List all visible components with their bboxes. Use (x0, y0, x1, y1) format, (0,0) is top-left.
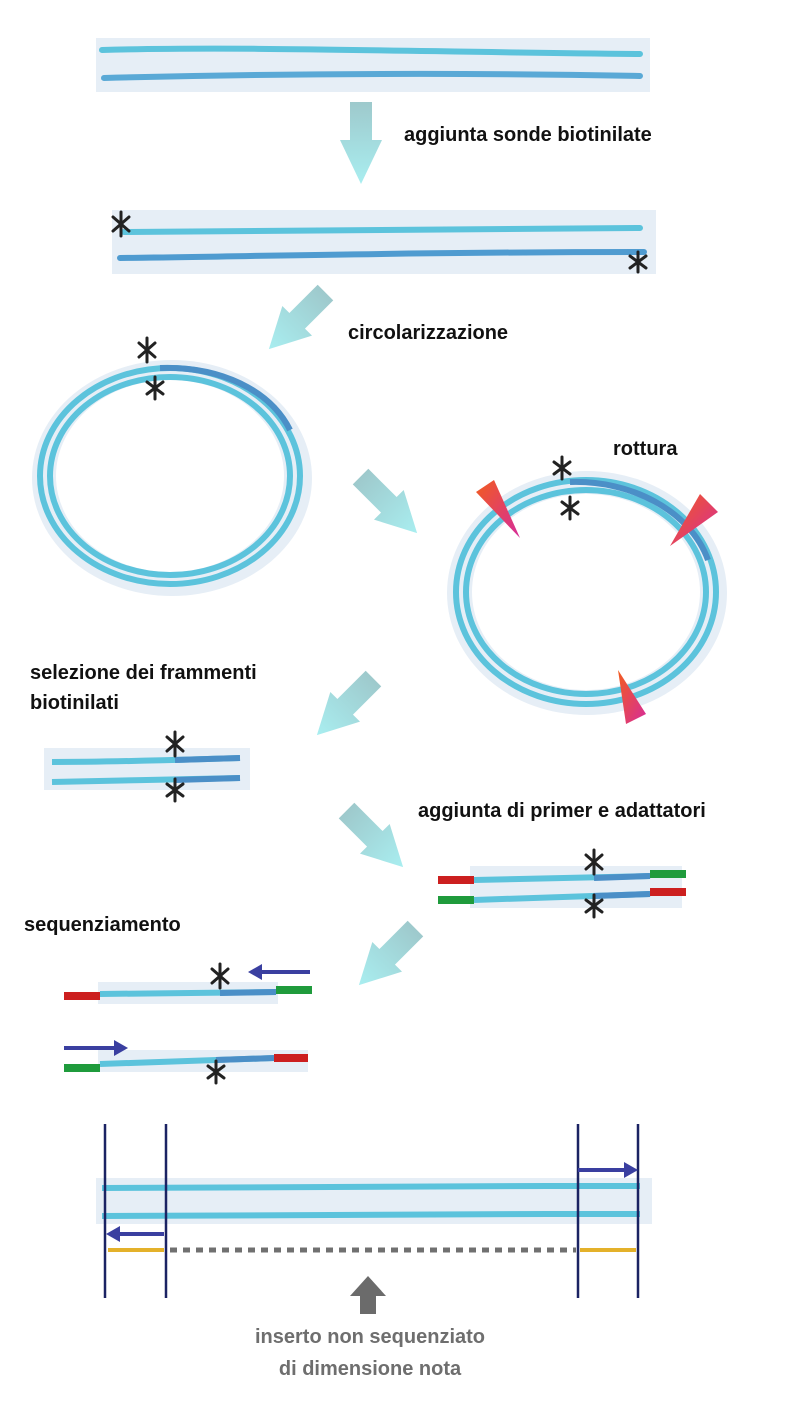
primer-arrow-icon (106, 1226, 164, 1242)
adapter-green (438, 896, 474, 904)
broken-circular-dna (447, 455, 727, 724)
biotin-star-icon (560, 495, 580, 521)
biotin-star-icon (210, 962, 230, 990)
process-arrow-icon (358, 920, 424, 986)
dna-strand-dark-segment (593, 873, 651, 881)
process-arrow-icon (340, 102, 382, 184)
biotin-star-icon (628, 250, 648, 274)
dna-strand-dark-segment (219, 989, 277, 996)
adapter-red (274, 1054, 308, 1062)
process-arrow-icon (268, 284, 334, 350)
dna-strand-dark-segment (159, 364, 293, 432)
biotin-star-icon (137, 336, 157, 364)
label-insert-line2: di dimensione nota (278, 1358, 462, 1380)
mate-pair-schematic (96, 1124, 652, 1314)
strand-halo (112, 210, 656, 274)
dna-strand-top (121, 225, 643, 235)
primer-arrow-icon (248, 964, 310, 980)
dna-strand-bottom (117, 249, 647, 261)
label-add-primers: aggiunta di primer e adattatori (418, 800, 706, 822)
label-sequencing: sequenziamento (24, 914, 181, 936)
biotin-star-icon (206, 1059, 226, 1085)
adapter-green (64, 1064, 100, 1072)
process-arrow-icon (338, 802, 404, 868)
adapter-red (438, 876, 474, 884)
dna-strand-top (99, 45, 643, 57)
circularized-dna (32, 336, 312, 596)
dna-strand-inner (463, 487, 709, 697)
insert-arrow-icon (350, 1276, 386, 1314)
circle-halo-inner (472, 494, 700, 690)
sequencing-read-bottom (64, 1040, 308, 1085)
primer-arrow-icon (64, 1040, 128, 1056)
initial-dna-duplex (96, 38, 650, 92)
label-add-probes: aggiunta sonde biotinilate (404, 124, 652, 146)
sequencing-read-top (64, 962, 312, 1004)
label-selection-line1: selezione dei frammenti (30, 662, 257, 684)
dna-strand-bottom (101, 1211, 641, 1219)
biotin-star-icon (145, 375, 165, 401)
dna-strand-bottom (101, 70, 643, 81)
label-selection-line2: biotinilati (30, 692, 119, 714)
dna-strand-inner (47, 374, 293, 578)
dna-strand-dark-segment (593, 891, 651, 899)
cut-wedge-icon (670, 494, 718, 546)
biotinylated-dna-duplex (111, 210, 656, 274)
circle-halo-inner (56, 380, 284, 572)
biotin-star-icon (552, 455, 572, 481)
adapter-green (276, 986, 312, 994)
biotin-star-icon (111, 210, 131, 238)
biotin-star-icon (584, 893, 604, 919)
fragment-with-adapters (438, 848, 686, 919)
primer-arrow-icon (578, 1162, 638, 1178)
biotin-star-icon (584, 848, 604, 876)
process-arrow-icon (352, 468, 418, 534)
adapter-red (650, 888, 686, 896)
adapter-red (64, 992, 100, 1000)
biotinylated-fragment (44, 730, 250, 803)
adapter-green (650, 870, 686, 878)
dna-strand-top (101, 1183, 641, 1191)
cut-wedge-icon (618, 670, 646, 724)
dna-strand-dark-segment (215, 1055, 275, 1063)
process-arrow-icon (316, 670, 382, 736)
biotin-star-icon (165, 777, 185, 803)
label-insert-line1: inserto non sequenziato (254, 1326, 486, 1348)
label-breakage: rottura (613, 438, 678, 460)
dna-strand-dark-segment (569, 478, 711, 562)
biotin-star-icon (165, 730, 185, 758)
dna-strand-dark-segment (174, 755, 241, 763)
label-circularization: circolarizzazione (348, 322, 509, 344)
dna-strand-dark-segment (174, 775, 241, 783)
cut-wedge-icon (476, 480, 520, 538)
